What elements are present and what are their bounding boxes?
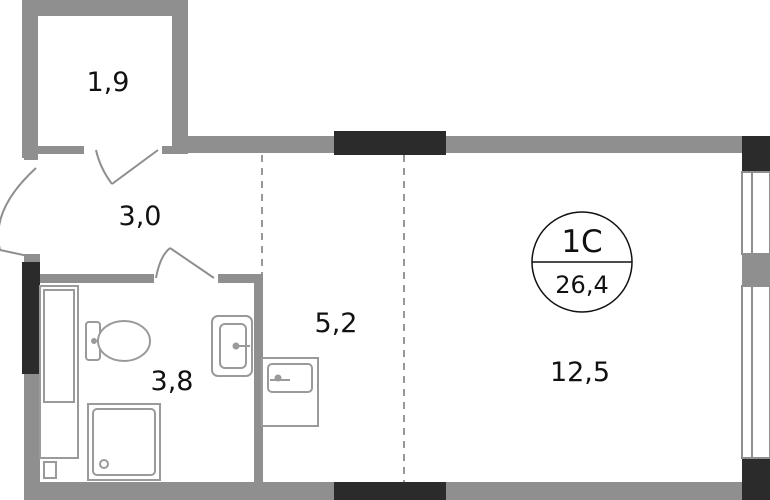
shower-tray-inner: [92, 408, 156, 476]
wall-left-top-stub: [24, 146, 38, 160]
zone-dividers: [261, 155, 405, 482]
window-right-top-cap: [742, 136, 770, 172]
door-storage-leaf-right: [111, 149, 159, 185]
bathtub-inner: [43, 289, 75, 403]
bathroom-fixtures: [39, 285, 253, 481]
toilet-button: [91, 338, 97, 344]
total-area: 26,4: [555, 271, 608, 299]
apartment-type: 1С: [561, 224, 602, 260]
window-left: [22, 262, 40, 374]
wall-storage-top: [22, 0, 188, 16]
window-right-mullion: [742, 254, 770, 286]
door-storage-leaf-left: [95, 149, 113, 185]
area-living: 12,5: [550, 357, 610, 388]
kitchen-fixtures: [261, 357, 319, 427]
window-right-bottom-cap: [742, 458, 770, 500]
wall-bath-top-right: [218, 274, 262, 283]
wall-bath-right: [254, 274, 263, 484]
wall-storage-bottom-left: [38, 146, 84, 154]
shower-drain: [99, 459, 109, 469]
door-bath-arc: [155, 247, 171, 279]
room-labels: 1,9 3,0 3,8 5,2 12,5: [87, 67, 611, 397]
door-entry-arc: [0, 167, 37, 250]
windows: [22, 131, 770, 500]
wall-bath-top-left: [40, 274, 154, 283]
door-bath-leaf: [169, 247, 215, 279]
area-hallway: 3,0: [119, 201, 162, 232]
wall-top: [172, 136, 758, 153]
toilet-bowl: [97, 320, 151, 362]
window-right-glass-top: [741, 171, 770, 255]
wall-storage-right: [172, 0, 188, 152]
window-top: [334, 131, 446, 155]
area-bathroom: 3,8: [151, 366, 194, 397]
area-kitchen: 5,2: [315, 308, 358, 339]
bathtub-tap: [43, 461, 57, 479]
area-storage: 1,9: [87, 67, 130, 98]
window-right-glass-bottom: [741, 285, 770, 459]
window-bottom: [334, 482, 446, 500]
wall-storage-left: [22, 0, 38, 158]
door-entry-leaf: [0, 249, 29, 257]
kitchen-sink: [267, 363, 313, 393]
apartment-badge: 1С 26,4: [531, 211, 633, 313]
doors: [0, 149, 215, 279]
bath-sink-drain: [232, 342, 240, 350]
